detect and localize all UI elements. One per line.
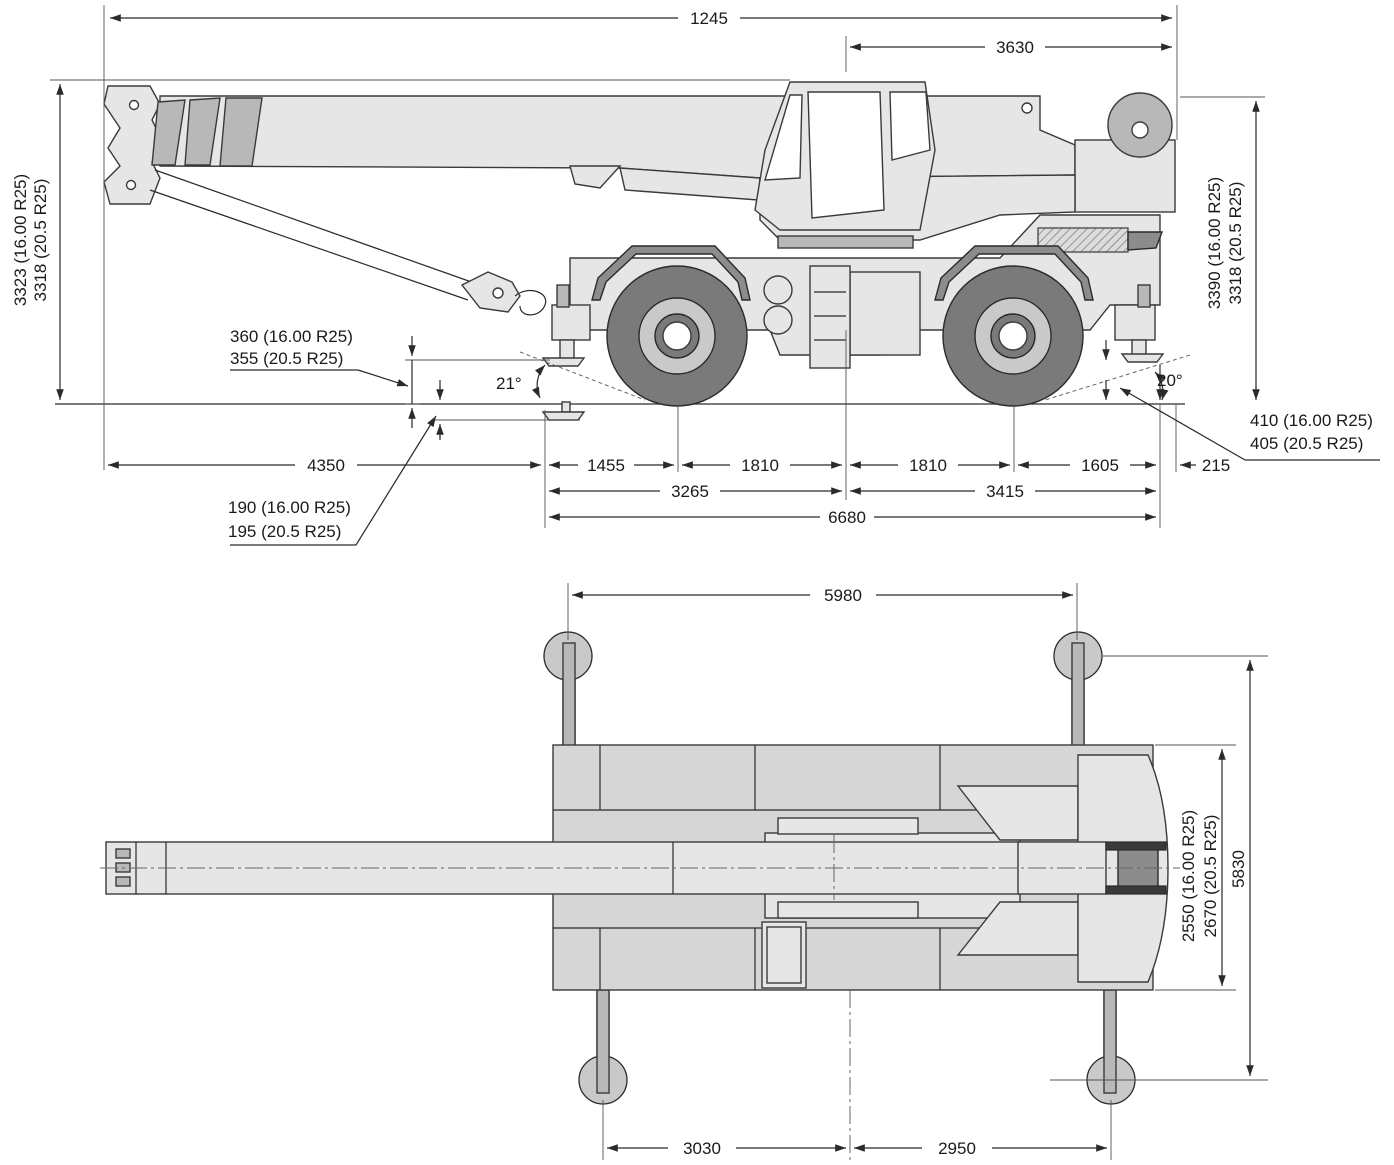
- winch-top: [1117, 845, 1159, 893]
- boom-section-band: [184, 97, 221, 166]
- cab-side-window: [889, 91, 931, 161]
- rear-outrigger: [1114, 284, 1165, 363]
- dim-rear-to-center: 3630: [996, 38, 1034, 57]
- boom-head-pin: [125, 179, 137, 191]
- winch-hub: [1131, 121, 1149, 139]
- dim-approach-angle: 21°: [496, 374, 522, 393]
- dim-center-to-rear-axle: 1810: [909, 456, 947, 475]
- dim-rear-overhang: 215: [1202, 456, 1230, 475]
- exhaust-icon: [1127, 231, 1164, 251]
- front-fender: [591, 245, 751, 301]
- boom-head-pin: [128, 99, 140, 111]
- dim-front-outrigger-to-axle: 1455: [587, 456, 625, 475]
- departure-angle-line: [1044, 354, 1191, 401]
- dim-outrigger-base: 6680: [828, 508, 866, 527]
- hook-block: [460, 271, 521, 313]
- boom-pivot-pin: [1021, 102, 1033, 114]
- front-outrigger-pad-lowered: [541, 411, 586, 421]
- dim-outrigger-spread-width: 5830: [1229, 850, 1248, 888]
- dim-outrigger-pad-16: 190 (16.00 R25): [228, 498, 351, 517]
- rear-wheel: [942, 265, 1084, 407]
- dim-rear-height-16: 3390 (16.00 R25): [1205, 177, 1224, 309]
- tool-box: [763, 305, 793, 335]
- dim-outrigger-spread-length: 5980: [824, 586, 862, 605]
- side-view: [50, 5, 1380, 546]
- dim-boom-overhang: 4350: [307, 456, 345, 475]
- access-ladder: [809, 265, 851, 369]
- slewing-ring: [777, 235, 914, 249]
- cab-front-window: [764, 94, 803, 181]
- cab-door-window: [807, 91, 885, 219]
- tool-box: [763, 275, 793, 305]
- front-outrigger: [541, 284, 591, 421]
- boom-section-band: [151, 99, 186, 166]
- dim-front-height-16: 3323 (16.00 R25): [11, 174, 30, 306]
- dim-front-clearance-16: 360 (16.00 R25): [230, 327, 353, 346]
- top-view: [100, 583, 1268, 1160]
- dim-rear-clearance-20: 405 (20.5 R25): [1250, 434, 1363, 453]
- dim-front-clearance-20: 355 (20.5 R25): [230, 349, 343, 368]
- dim-front-height-20: 3318 (20.5 R25): [31, 179, 50, 302]
- front-wheel: [606, 265, 748, 407]
- dim-rear-height-20: 3318 (20.5 R25): [1226, 182, 1245, 305]
- dim-overall-length: 1245: [690, 9, 728, 28]
- dim-rear-axle-to-outrigger: 1605: [1081, 456, 1119, 475]
- dim-width-16: 2550 (16.00 R25): [1179, 810, 1198, 942]
- dim-top-center-to-rear: 2950: [938, 1139, 976, 1158]
- hoist-rope: [149, 189, 469, 301]
- dim-departure-angle: 20°: [1157, 371, 1183, 390]
- dim-width-20: 2670 (20.5 R25): [1201, 815, 1220, 938]
- hoist-rope: [154, 169, 481, 286]
- dim-rear-clearance-16: 410 (16.00 R25): [1250, 411, 1373, 430]
- boom-section-band: [219, 97, 263, 167]
- dim-center-to-rear-outrigger: 3415: [986, 482, 1024, 501]
- dimension-labels: 1245 3630 3323 (16.00 R25) 3318 (20.5 R2…: [11, 9, 1373, 1158]
- dim-front-axle-to-center: 1810: [741, 456, 779, 475]
- boom-top: [105, 841, 1021, 895]
- dim-front-outrigger-to-center: 3265: [671, 482, 709, 501]
- hook-icon: [514, 289, 547, 316]
- hook-block-pin: [492, 287, 504, 299]
- dim-top-front-to-center: 3030: [683, 1139, 721, 1158]
- fuel-tank: [849, 271, 921, 356]
- dim-outrigger-pad-20: 195 (20.5 R25): [228, 522, 341, 541]
- rear-fender: [934, 245, 1094, 301]
- boom-heel: [569, 165, 622, 189]
